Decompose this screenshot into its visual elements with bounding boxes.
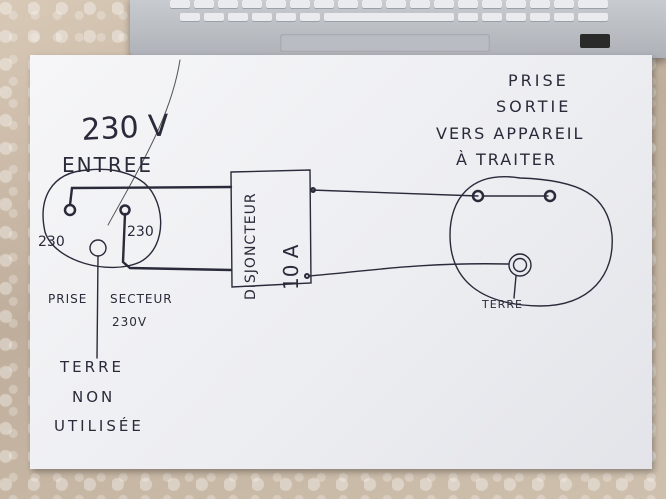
wire-live-out (310, 189, 479, 197)
output-socket-circle (449, 176, 613, 307)
wire-neutral-in (121, 212, 233, 272)
input-label: ENTREE (62, 153, 153, 177)
output-earth-label: TERRE (481, 298, 523, 311)
input-socket-circle (42, 168, 162, 269)
wire-earth-out (308, 263, 509, 277)
earth-note-3: UTILISÉE (54, 416, 144, 435)
output-pin-right (543, 189, 557, 203)
socket-caption-3: 230V (112, 315, 147, 329)
output-label-3: VERS APPAREIL (436, 124, 584, 143)
earth-lead (96, 255, 99, 359)
breaker-label-1: DISJONCTEUR (243, 192, 259, 300)
output-earth-pin (508, 253, 532, 277)
breaker-terminal-top (310, 187, 316, 193)
input-pin-left (63, 203, 77, 217)
pin-left-label: 230 (38, 234, 65, 250)
laptop (130, 0, 666, 58)
input-earth-pin (89, 239, 107, 257)
laptop-touchpad (280, 34, 490, 52)
earth-note-2: NON (72, 388, 115, 406)
wire-live-in (68, 185, 233, 207)
voltage-label: 230 V (81, 108, 171, 148)
output-label-4: À TRAITER (456, 150, 557, 169)
breaker-box (230, 169, 312, 288)
laptop-sticker (580, 34, 610, 48)
output-earth-lead (513, 275, 517, 299)
output-label-1: PRISE (508, 71, 569, 90)
output-label-2: SORTIE (496, 97, 571, 116)
laptop-keyboard (170, 0, 610, 30)
socket-caption-2: SECTEUR (110, 292, 173, 306)
paper-sheet (30, 55, 652, 469)
pin-right-label: 230 (127, 224, 154, 240)
earth-note-1: TERRE (59, 358, 124, 376)
pencil-stroke (107, 59, 181, 226)
breaker-label-2: 10 A (279, 244, 303, 290)
socket-caption-1: PRISE (48, 292, 87, 306)
